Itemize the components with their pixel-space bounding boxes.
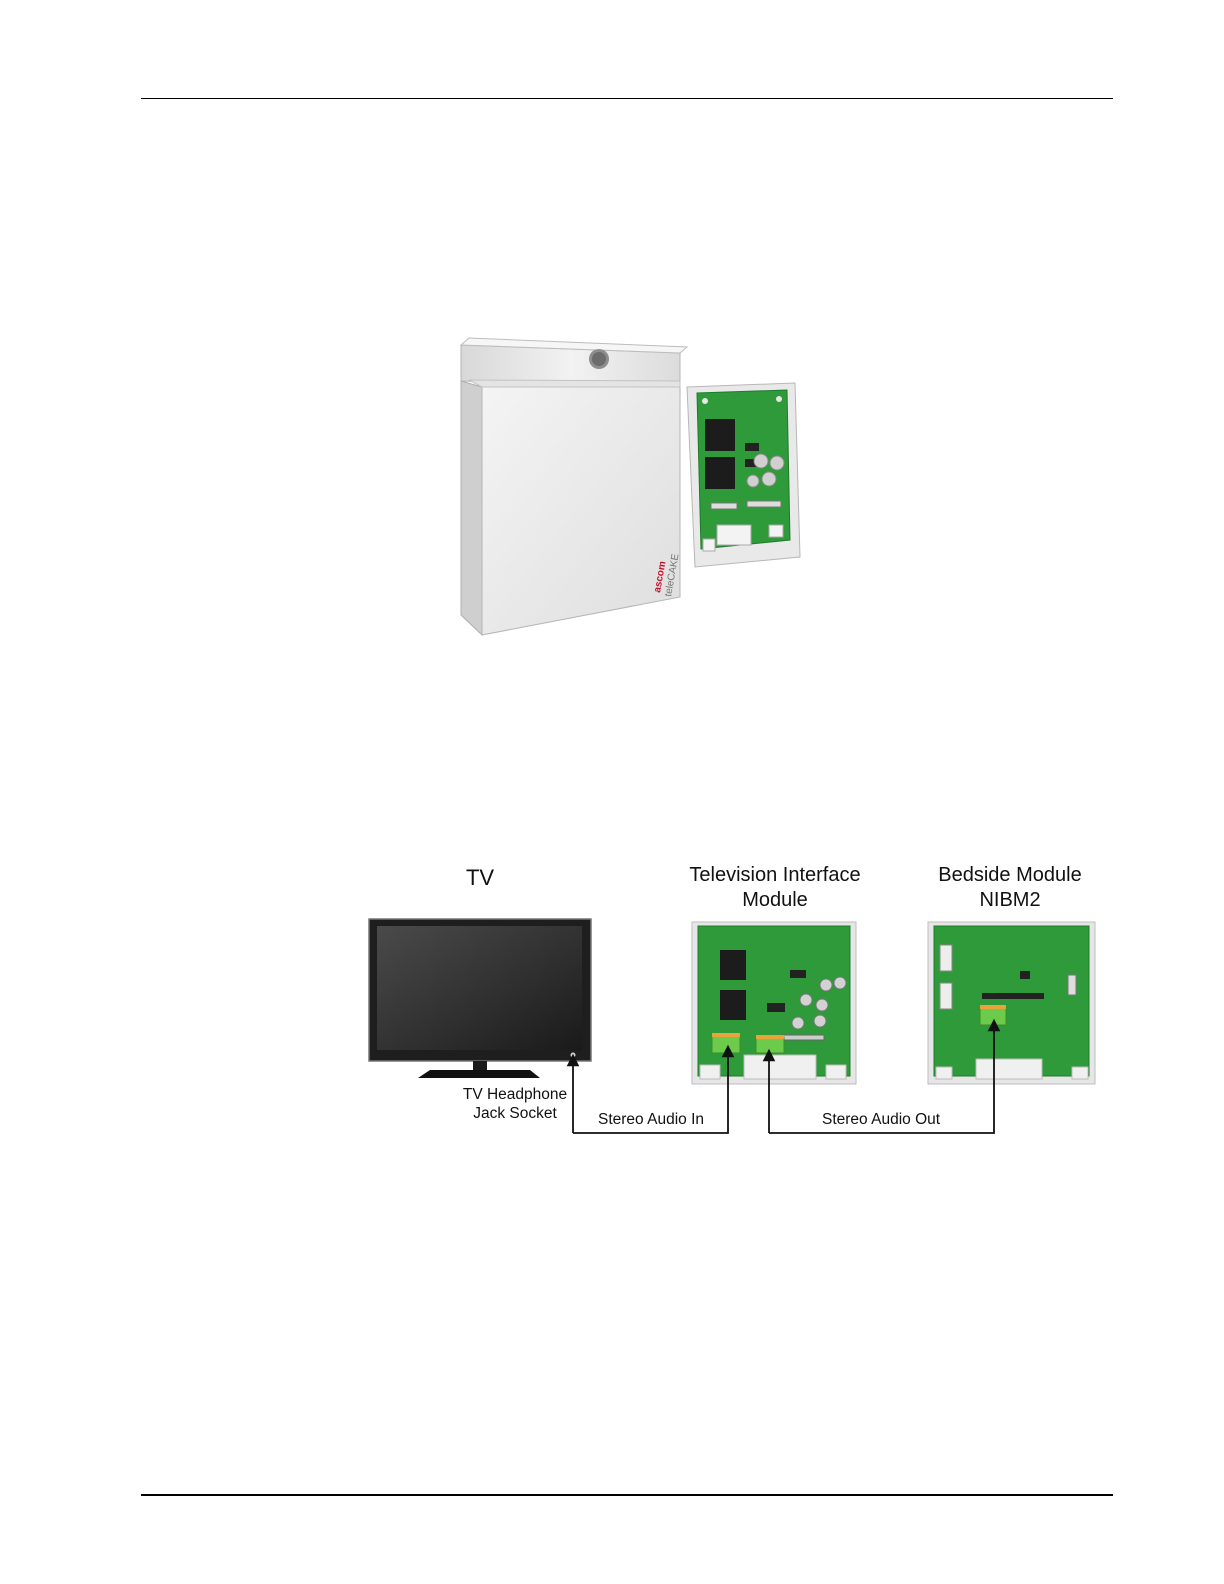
tv-interface-module-label-line1: Television Interface xyxy=(660,863,890,888)
bedside-module-image xyxy=(928,922,1095,1084)
stereo-audio-in-label: Stereo Audio In xyxy=(598,1110,728,1129)
tv-connection-diagram: TV Television Interface Module Bedside M… xyxy=(360,855,1105,1145)
jack-socket-label-line1: TV Headphone xyxy=(455,1085,575,1104)
bedside-module-label-line1: Bedside Module xyxy=(905,863,1115,888)
stereo-audio-out-label: Stereo Audio Out xyxy=(822,1110,962,1129)
tv-label: TV xyxy=(440,865,520,890)
jack-socket-icon xyxy=(571,1053,576,1058)
tv-image xyxy=(369,919,591,1078)
bedside-module-label-line2: NIBM2 xyxy=(905,888,1115,913)
header-rule xyxy=(141,98,1113,99)
footer-rule xyxy=(141,1494,1113,1496)
telecake-device-photo: ascom teleCAKE xyxy=(455,335,815,640)
jack-socket-label-line2: Jack Socket xyxy=(455,1104,575,1123)
tv-interface-module-image xyxy=(692,922,856,1084)
tv-interface-module-label-line2: Module xyxy=(660,888,890,913)
